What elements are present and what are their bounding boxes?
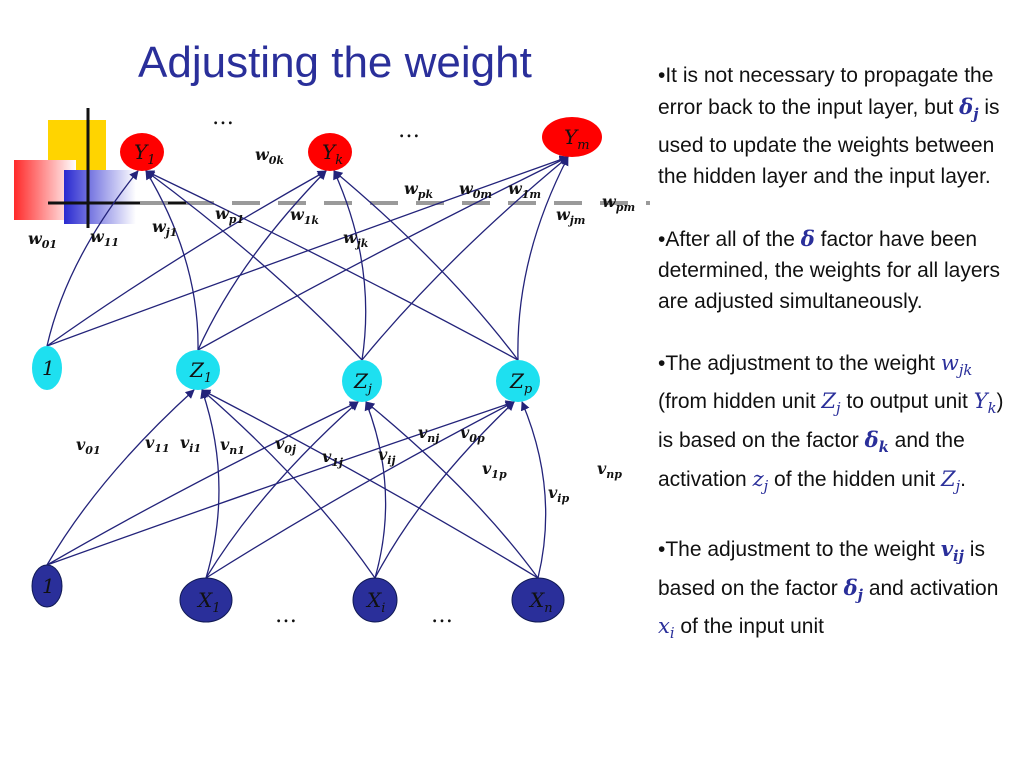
- edge-bias_x-to-Z1: [46, 389, 195, 566]
- weight-w-label-01: w01: [28, 229, 57, 251]
- node-Yk-label: Yk: [322, 140, 343, 168]
- node-Yk-circle: [308, 133, 352, 171]
- node-Xn-label: Xn: [528, 588, 553, 616]
- node-Ym: Ym: [542, 117, 602, 157]
- edge-Zp-to-Yk: [333, 170, 519, 361]
- weight-w-label-1m: w1m: [508, 179, 541, 201]
- weight-v-label-1j: v1j: [322, 447, 343, 469]
- weight-v-label-1p: v1p: [482, 459, 507, 481]
- node-bias_x: 1: [31, 564, 63, 608]
- node-Xi: Xi: [352, 577, 398, 623]
- node-Xn: Xn: [511, 577, 565, 623]
- weight-w-label-pm: wpm: [602, 192, 635, 214]
- edge-bias_x-to-Zp: [46, 400, 515, 566]
- node-bias_h-label: 1: [42, 356, 55, 380]
- edge-X1-to-Zj: [205, 401, 359, 579]
- weight-w-label-0k: w0k: [255, 145, 284, 167]
- node-Xn-circle: [511, 577, 565, 623]
- edge-bias_h-to-Y1: [46, 170, 139, 347]
- ellipsis-input-right: …: [431, 603, 453, 628]
- node-Xi-circle: [352, 577, 398, 623]
- node-Y1-label: Y1: [134, 140, 155, 168]
- ellipsis-input-left: …: [275, 603, 297, 628]
- edge-Zj-to-Yk: [333, 170, 367, 361]
- node-Ym-circle: [542, 117, 602, 157]
- node-Zj-label: Zj: [353, 369, 372, 397]
- weight-w-label-jk: wjk: [343, 228, 369, 250]
- bullet-4: •The adjustment to the weight vij is bas…: [658, 535, 999, 643]
- weight-w-label-j1: wj1: [152, 217, 177, 239]
- node-Y1: Y1: [120, 133, 164, 171]
- node-Yk: Yk: [308, 133, 352, 171]
- node-Zp-label: Zp: [509, 369, 533, 397]
- bullet-3: •The adjustment to the weight wjk (from …: [658, 351, 1004, 495]
- input-to-hidden-weight-labels: v01 v11 vi1 vn1 v0j v1j vij vnj v0p v1p vip vnp: [76, 423, 622, 505]
- node-Y1-circle: [120, 133, 164, 171]
- weight-v-label-11: v11: [145, 433, 170, 455]
- edge-Zj-to-Y1: [145, 170, 363, 361]
- node-X1-label: X1: [196, 588, 221, 616]
- node-X1: X1: [179, 577, 233, 623]
- node-Zj: Zj: [342, 360, 382, 402]
- node-Zj-circle: [342, 360, 382, 402]
- weight-v-label-0p: v0p: [460, 423, 485, 445]
- edge-Z1-to-Y1: [145, 170, 199, 351]
- edge-Z1-to-Ym: [197, 156, 569, 351]
- weight-v-label-nj: vnj: [418, 423, 439, 445]
- edge-bias_x-to-Zj: [46, 401, 359, 566]
- node-bias_x-circle: [31, 564, 63, 608]
- connection-edges: [46, 155, 569, 579]
- edge-Xn-to-Zp: [520, 401, 547, 579]
- edge-Xi-to-Zp: [374, 401, 515, 579]
- weight-w-label-1k: w1k: [290, 205, 319, 227]
- edge-Zp-to-Y1: [145, 170, 519, 361]
- ellipsis-output-left: …: [212, 105, 234, 130]
- node-Z1: Z1: [176, 350, 220, 390]
- explanation-bullets: •It is not necessary to propagate the er…: [658, 60, 1018, 680]
- weight-v-label-n1: vn1: [220, 435, 245, 457]
- weight-w-label-p1: wp1: [215, 204, 244, 226]
- bullet-2: •After all of the δ factor have been det…: [658, 226, 1000, 314]
- corner-decoration: [14, 108, 196, 228]
- node-bias_h-circle: [32, 346, 62, 390]
- network-nodes: Y1 Yk Ym 1 Z1 Zj Zp 1X1 Xi Xn: [31, 117, 602, 623]
- weight-w-label-jm: wjm: [556, 205, 585, 227]
- node-Zp-circle: [496, 360, 540, 402]
- edge-Z1-to-Yk: [197, 170, 327, 351]
- weight-v-label-01: v01: [76, 435, 101, 457]
- edge-Zj-to-Ym: [361, 156, 569, 361]
- edge-bias_h-to-Yk: [46, 170, 327, 347]
- weight-v-label-ip: vip: [548, 483, 569, 505]
- node-bias_x-label: 1: [42, 574, 55, 598]
- edge-X1-to-Z1: [200, 389, 220, 579]
- weight-w-label-pk: wpk: [404, 179, 433, 201]
- node-X1-circle: [179, 577, 233, 623]
- node-Ym-label: Ym: [564, 125, 590, 153]
- weight-w-label-0m: w0m: [459, 179, 492, 201]
- node-Z1-circle: [176, 350, 220, 390]
- edge-Xi-to-Z1: [201, 389, 376, 579]
- ellipsis-output-right: …: [398, 118, 420, 143]
- edge-bias_h-to-Ym: [46, 155, 569, 347]
- node-Xi-label: Xi: [365, 588, 385, 616]
- weight-v-label-i1: vi1: [180, 433, 201, 455]
- edge-Xn-to-Z1: [201, 389, 539, 579]
- edge-X1-to-Zp: [205, 401, 515, 579]
- deco-blue-square: [64, 170, 136, 224]
- weight-v-label-ij: vij: [378, 445, 395, 467]
- weight-v-label-np: vnp: [597, 459, 622, 481]
- edge-Xi-to-Zj: [364, 401, 387, 579]
- bullet-1: •It is not necessary to propagate the er…: [658, 64, 1000, 189]
- node-Z1-label: Z1: [189, 358, 212, 386]
- weight-w-label-11: w11: [90, 227, 119, 249]
- page-title: Adjusting the weight: [138, 38, 532, 87]
- edge-Xn-to-Zj: [365, 401, 539, 579]
- node-Zp: Zp: [496, 360, 540, 402]
- node-bias_h: 1: [32, 346, 62, 390]
- weight-v-label-0j: v0j: [275, 434, 296, 456]
- edge-Zp-to-Ym: [517, 156, 569, 361]
